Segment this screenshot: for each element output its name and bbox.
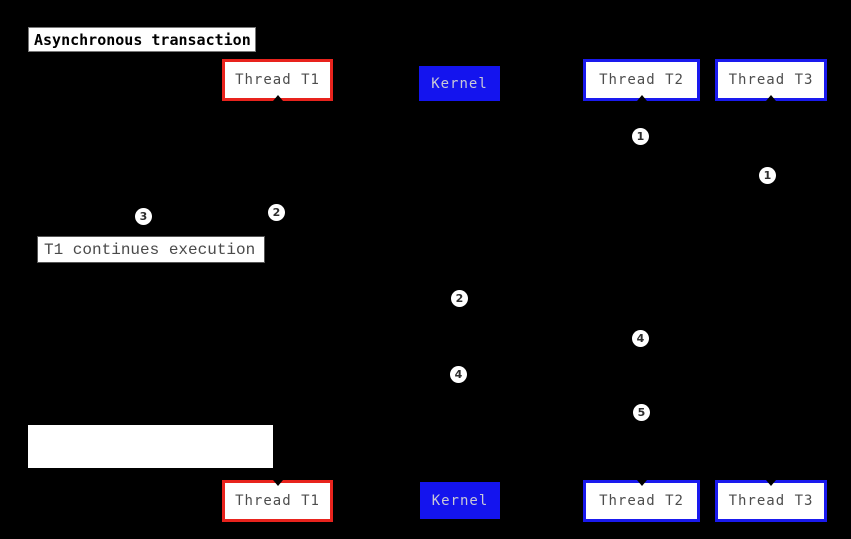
actor-thread-t1-bottom: Thread T1 (222, 480, 333, 522)
actor-thread-t2-bottom: Thread T2 (583, 480, 700, 522)
sequence-marker-1-t2: 1 (632, 128, 649, 145)
actor-label: Kernel (431, 75, 488, 92)
actor-thread-t1-top: Thread T1 (222, 59, 333, 101)
note-t1-continues: T1 continues execution (37, 236, 265, 263)
actor-kernel-top: Kernel (419, 66, 500, 101)
sequence-marker-3-t1: 3 (135, 208, 152, 225)
actor-kernel-bottom: Kernel (420, 482, 500, 519)
lifeline-notch (272, 480, 283, 486)
lifeline-notch (766, 480, 776, 486)
sequence-marker-1-t3: 1 (759, 167, 776, 184)
actor-thread-t3-bottom: Thread T3 (715, 480, 827, 522)
actor-label: Thread T2 (599, 493, 684, 509)
lifeline-notch (766, 95, 776, 101)
lifeline-notch (636, 95, 647, 101)
actor-label: Thread T3 (728, 493, 814, 509)
actor-label: Thread T1 (235, 493, 320, 509)
actor-label: Thread T3 (728, 72, 814, 88)
sequence-marker-4-kernel: 4 (450, 366, 467, 383)
actor-label: Thread T2 (599, 72, 684, 88)
diagram-title: Asynchronous transaction (28, 27, 256, 52)
actor-label: Kernel (431, 492, 489, 509)
sequence-marker-5-t2: 5 (633, 404, 650, 421)
sequence-marker-2-kernel: 2 (451, 290, 468, 307)
actor-label: Thread T1 (235, 72, 320, 88)
sequence-marker-4-t2: 4 (632, 330, 649, 347)
lifeline-notch (636, 480, 647, 486)
sequence-marker-2-t1: 2 (268, 204, 285, 221)
blank-note-box (28, 425, 273, 468)
actor-thread-t2-top: Thread T2 (583, 59, 700, 101)
lifeline-notch (272, 95, 283, 101)
actor-thread-t3-top: Thread T3 (715, 59, 827, 101)
